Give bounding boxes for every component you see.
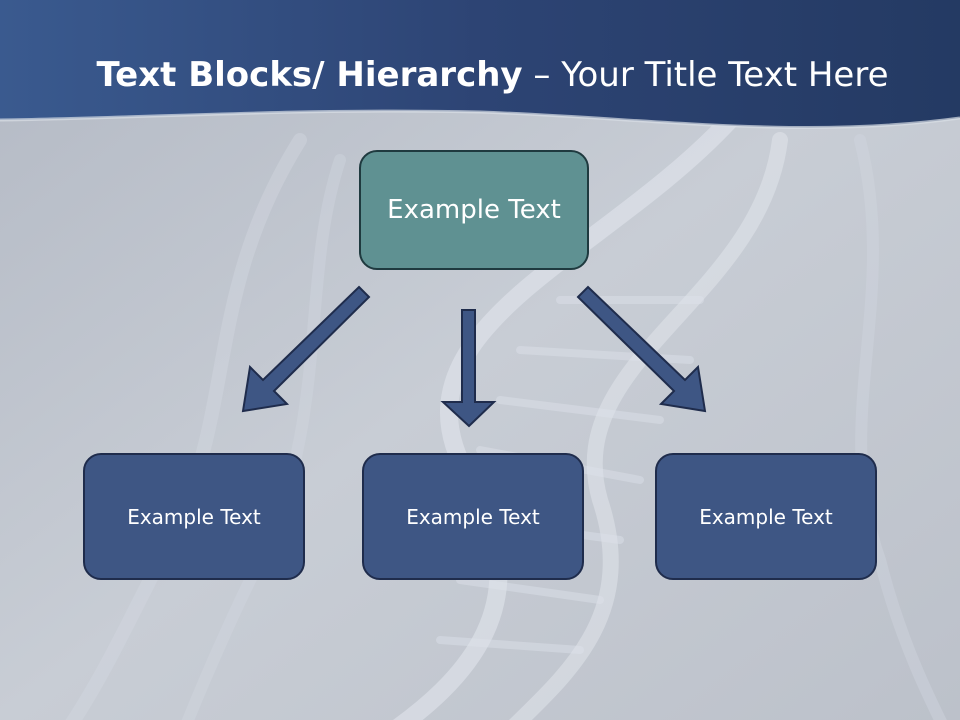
title-regular-text: – Your Title Text Here	[522, 55, 889, 95]
top-box-text: Example Text	[387, 195, 561, 225]
child-box-text: Example Text	[699, 504, 833, 529]
hierarchy-child-box-middle[interactable]: Example Text	[362, 453, 584, 580]
title-bold-text: Text Blocks/ Hierarchy	[96, 55, 523, 95]
slide-title: Text Blocks/ Hierarchy – Your Title Text…	[0, 50, 960, 100]
hierarchy-top-box[interactable]: Example Text	[359, 150, 589, 270]
child-box-text: Example Text	[406, 504, 540, 529]
hierarchy-child-box-left[interactable]: Example Text	[83, 453, 305, 580]
arrow-left	[241, 285, 371, 413]
header-band	[0, 0, 960, 128]
hierarchy-child-box-right[interactable]: Example Text	[655, 453, 877, 580]
child-box-text: Example Text	[127, 504, 261, 529]
arrow-right	[576, 285, 707, 413]
arrow-down	[440, 309, 497, 428]
